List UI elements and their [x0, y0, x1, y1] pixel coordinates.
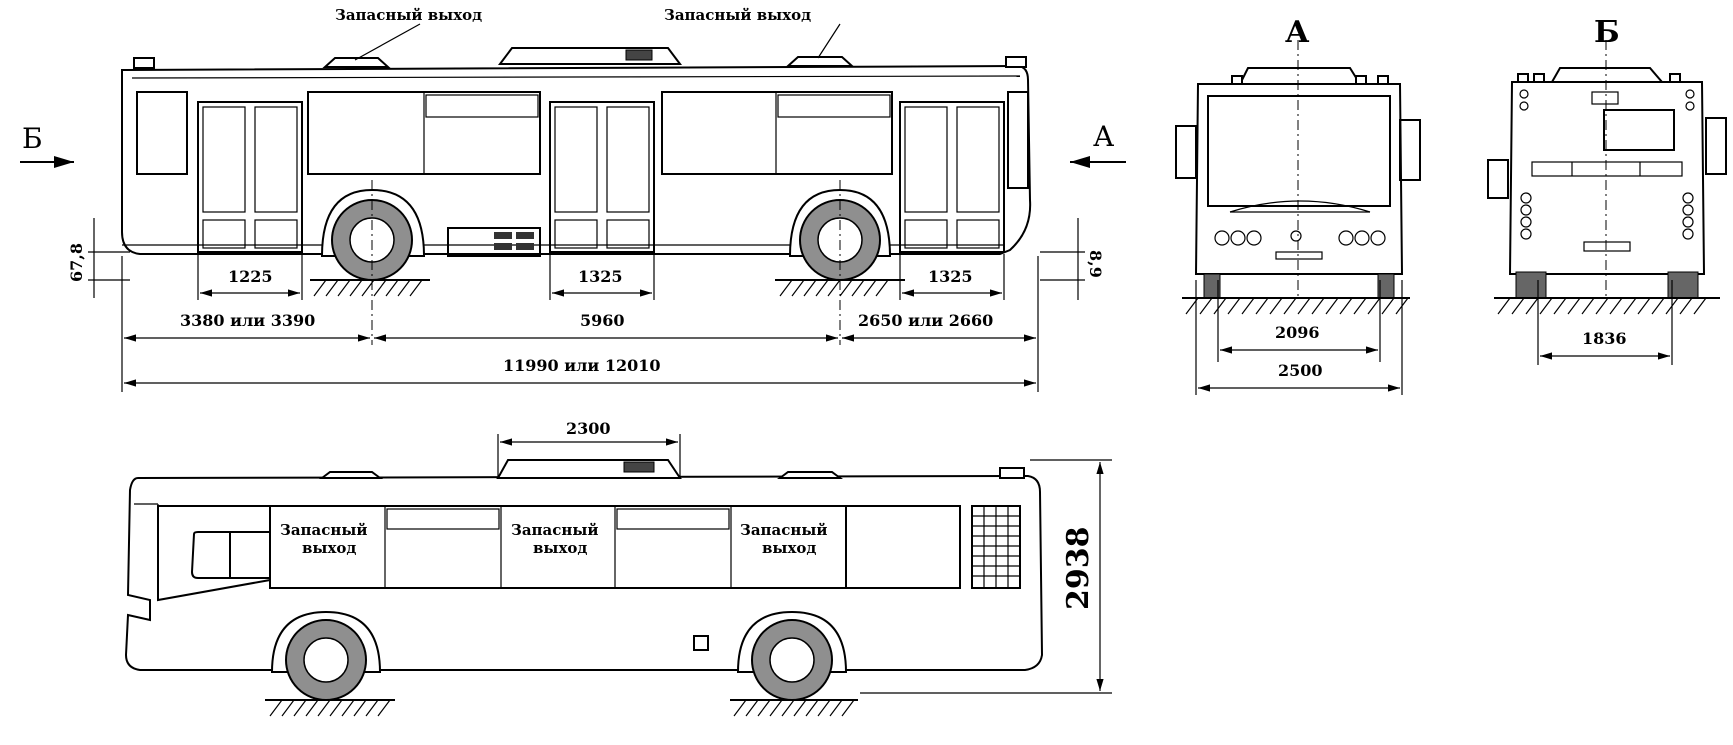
- side-view-bottom: 2300 Запасный выход Запасный выход Запас…: [124, 419, 1112, 717]
- front-overhang-dim: 3380 или 3390: [180, 311, 315, 330]
- marker-light-left: [133, 57, 155, 69]
- driver-window: [157, 505, 271, 602]
- front-view-outline: [1194, 83, 1404, 275]
- rear-track-width-dim: 1836: [1582, 329, 1627, 348]
- emergency-exit-label-right: Запасный выход: [664, 6, 811, 24]
- front-window: [1007, 91, 1029, 189]
- window-exit-label-2-line2: выход: [533, 539, 587, 557]
- rear-view: Б 1836: [1487, 15, 1727, 365]
- bus-body-outline-bottom: [124, 474, 1044, 671]
- roof-hatch-front: [322, 57, 391, 68]
- roof-ac-unit: [498, 47, 682, 65]
- rear-view-title: Б: [1594, 15, 1620, 50]
- overall-width-dim: 2500: [1278, 361, 1323, 380]
- clearance-left-dim: 67,8: [67, 243, 86, 282]
- ac-grille: [625, 49, 653, 61]
- rear-vent-strip: [1531, 161, 1683, 177]
- bus-body-outline: [121, 64, 1032, 255]
- front-headlights: [1214, 230, 1386, 246]
- window-exit-label-1-line1: Запасный: [280, 521, 368, 539]
- front-plate: [1275, 251, 1323, 260]
- front-windscreen: [1207, 95, 1391, 207]
- rear-plate: [1583, 241, 1631, 252]
- rear-lights: [1519, 89, 1695, 240]
- rear-window-bottom: [845, 505, 961, 589]
- clearance-right-dim: 8,9: [1086, 250, 1105, 278]
- mirror-right: [1399, 119, 1421, 181]
- battery-box: [447, 227, 541, 257]
- door-width-middle-dim: 1325: [578, 267, 623, 286]
- mirror-left: [1175, 125, 1197, 179]
- front-view: А 2096 2500: [1175, 15, 1421, 395]
- door-width-front-dim: 1225: [228, 267, 273, 286]
- window-exit-label-3-line1: Запасный: [740, 521, 828, 539]
- window-block-2: [661, 91, 893, 175]
- side-view-top: Запасный выход Запасный выход: [20, 6, 1126, 392]
- fuel-cap: [693, 635, 709, 651]
- rear-side-window: [136, 91, 188, 175]
- rear-route-sign: [1591, 91, 1619, 105]
- rear-window: [1603, 109, 1675, 151]
- view-arrow-label-left: Б: [22, 122, 43, 155]
- overall-length-dim: 11990 или 12010: [503, 356, 660, 375]
- rear-mirror-right: [1705, 117, 1727, 175]
- rear-mirror-left: [1487, 159, 1509, 199]
- emergency-exit-label-left: Запасный выход: [335, 6, 482, 24]
- ground-hatch: [313, 279, 889, 297]
- door-rear: [899, 101, 1005, 253]
- track-width-dim: 2096: [1275, 323, 1320, 342]
- roof-hatch-rear: [785, 56, 855, 67]
- wheelbase-dim: 5960: [580, 311, 625, 330]
- door-front: [197, 101, 303, 253]
- overall-height-dim: 2938: [1061, 527, 1096, 611]
- window-exit-label-3-line2: выход: [762, 539, 816, 557]
- ac-unit-length-dim: 2300: [566, 419, 611, 438]
- engine-grille: [971, 505, 1021, 589]
- window-exit-label-1-line2: выход: [302, 539, 356, 557]
- door-middle: [549, 101, 655, 253]
- door-width-rear-dim: 1325: [928, 267, 973, 286]
- rear-overhang-dim: 2650 или 2660: [858, 311, 993, 330]
- marker-light-right: [1005, 56, 1027, 68]
- view-arrow-label-right: А: [1093, 120, 1114, 153]
- window-exit-label-2-line1: Запасный: [511, 521, 599, 539]
